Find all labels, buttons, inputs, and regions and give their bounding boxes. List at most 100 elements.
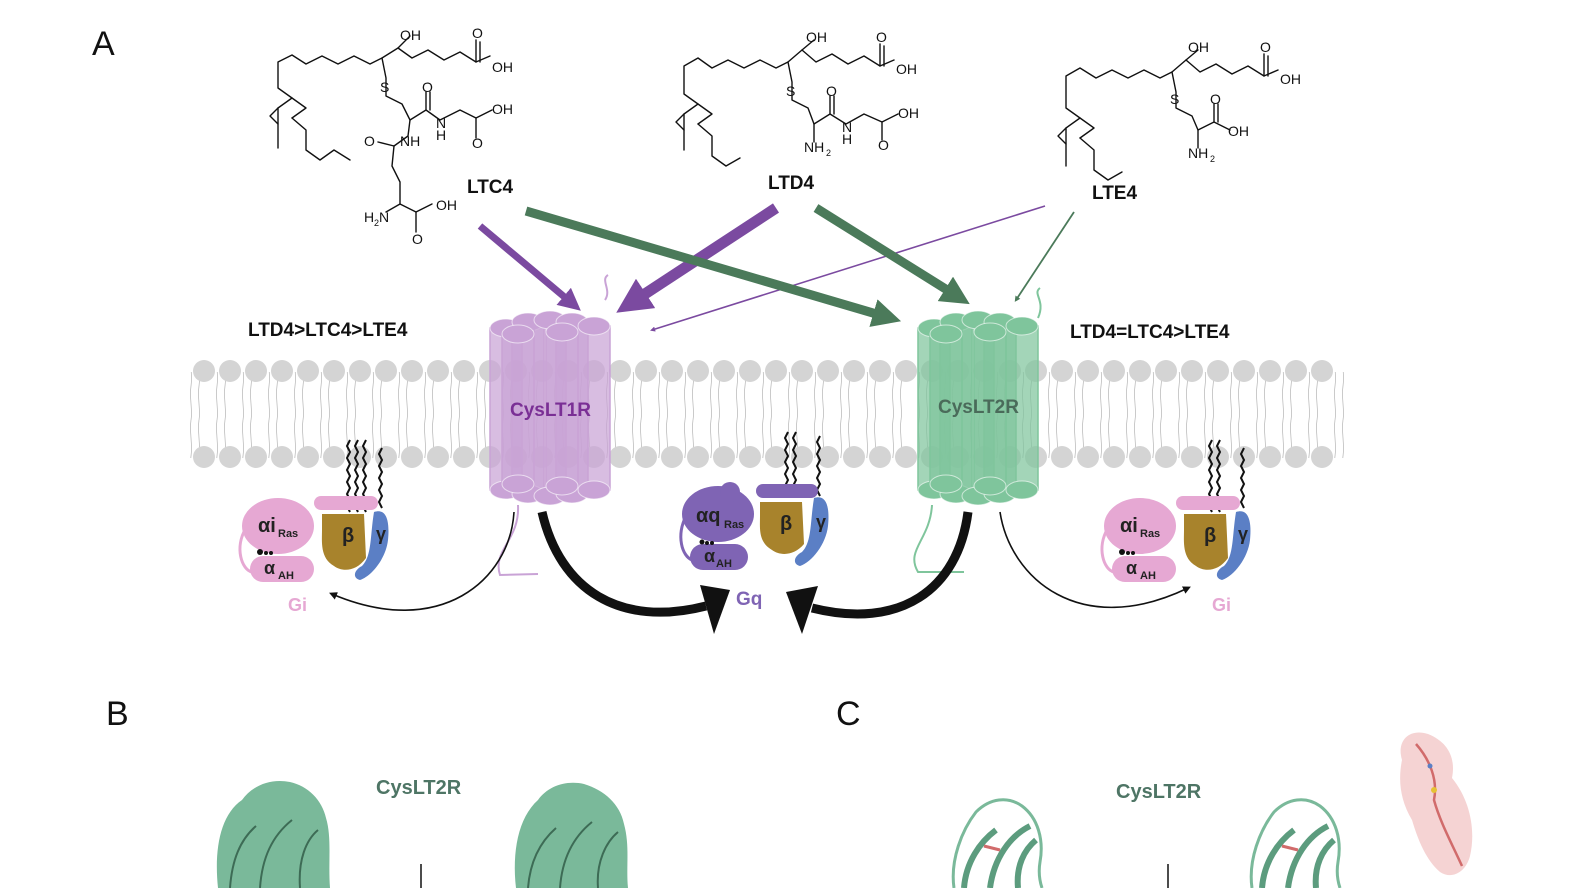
ltc4-nh: NH (400, 133, 420, 149)
lipid-head (635, 446, 657, 468)
tm-helix-top (929, 324, 963, 344)
lipid-head (765, 360, 787, 382)
tm-helix (929, 333, 963, 485)
panel-b-density-map-2 (514, 782, 628, 888)
tm-helix (545, 331, 579, 487)
gi-left-gamma: γ (376, 524, 386, 544)
cyslt1r-receptor: CysLT1R (489, 274, 611, 577)
lipid-head (1181, 360, 1203, 382)
ltc4-oh-glu: OH (436, 197, 457, 213)
lipid-head (635, 360, 657, 382)
tm-helix-bottom (1005, 480, 1039, 500)
ltc4-h2n-n: N (379, 209, 389, 225)
ltc4-n: N (436, 115, 446, 131)
lipid-head (869, 446, 891, 468)
ltc4-structure: OH O OH S O N H OH O NH O H 2 N OH O (269, 25, 513, 247)
lipid-head (791, 446, 813, 468)
gi-right-label: Gi (1212, 595, 1231, 615)
gq-protein: αq Ras α AH β γ (679, 431, 829, 570)
lipid-head (297, 360, 319, 382)
lipid-head (1103, 360, 1125, 382)
lipid-head (791, 360, 813, 382)
cyslt1r-potency-label: LTD4>LTC4>LTE4 (248, 320, 408, 341)
lipid-head (843, 360, 865, 382)
ltd4-n: N (842, 119, 852, 135)
gi-right-ah-sub: AH (1140, 570, 1156, 582)
lipid-head (427, 360, 449, 382)
lipid-head (765, 446, 787, 468)
gq-alpha-ras: αq (696, 505, 721, 527)
lipid-head (687, 446, 709, 468)
gi-right-ras-sub: Ras (1140, 528, 1160, 540)
lipid-head (713, 446, 735, 468)
arrow-ltd4-to-cyslt2r (813, 204, 970, 305)
ltc4-s: S (380, 79, 389, 95)
lipid-head (349, 446, 371, 468)
lipid-head (323, 446, 345, 468)
lipid-head (713, 360, 735, 382)
lipid-head (869, 360, 891, 382)
ltc4-oh-top: OH (400, 27, 421, 43)
lipid-head (609, 446, 631, 468)
lipid-head (453, 360, 475, 382)
gi-left-alpha-ah: α (264, 558, 275, 578)
gi-protein-left: αi Ras α AH β γ (238, 439, 389, 582)
panel-c-ribbon-1 (951, 798, 1044, 888)
gi-left-ras-sub: Ras (278, 528, 298, 540)
lipid-head (1311, 360, 1333, 382)
arrow-cyslt2r-to-gi (999, 511, 1191, 609)
ltd4-oh-top: OH (806, 29, 827, 45)
gi-protein-right: αi Ras α AH β γ (1100, 439, 1251, 582)
lipid-head (843, 446, 865, 468)
lipid-head (687, 360, 709, 382)
cyslt1r-label: CysLT1R (510, 400, 591, 421)
panel-label-a: A (92, 25, 115, 63)
gq-beta: β (780, 513, 792, 535)
lipid-head (271, 360, 293, 382)
lipid-head (1051, 446, 1073, 468)
gi-left-beta: β (342, 525, 354, 547)
lipid-head (1259, 360, 1281, 382)
lipid-head (1155, 446, 1177, 468)
gi-right-alpha-ras: αi (1120, 515, 1138, 537)
lipid-head (609, 360, 631, 382)
lipid-head (895, 360, 917, 382)
arrow-lte4-to-cyslt2r (1014, 211, 1075, 302)
ltd4-o-gly: O (878, 137, 889, 153)
lipid-head (323, 360, 345, 382)
lipid-head (401, 360, 423, 382)
ltd4-oh-right: OH (896, 61, 917, 77)
lipid-head (1051, 360, 1073, 382)
lipid-bilayer (190, 360, 1360, 468)
cyslt2r-potency-label: LTD4=LTC4>LTE4 (1070, 322, 1230, 343)
gq-ras-sub: Ras (724, 519, 744, 531)
tm-helix-bottom (973, 476, 1007, 496)
lipid-head (245, 446, 267, 468)
ltc4-h2n: H (364, 209, 374, 225)
ltc4-oh-right: OH (492, 59, 513, 75)
tm-helix (577, 325, 611, 491)
lipid-head (1207, 360, 1229, 382)
lipid-head (739, 360, 761, 382)
panel-c-ligand-surface (1400, 732, 1473, 876)
gq-gamma: γ (816, 512, 826, 532)
lipid-head (1077, 360, 1099, 382)
lte4-oh-acid: OH (1228, 123, 1249, 139)
gq-ah-sub: AH (716, 558, 732, 570)
lipid-head (349, 360, 371, 382)
lte4-s: S (1170, 91, 1179, 107)
ltc4-h2n-sub: 2 (374, 218, 379, 228)
gq-label: Gq (736, 589, 762, 610)
ltc4-o-glu-bottom: O (412, 231, 423, 247)
lipid-head (1285, 446, 1307, 468)
ltc4-o-gly: O (472, 135, 483, 151)
lipid-head (219, 360, 241, 382)
lipid-head (193, 446, 215, 468)
lipid-head (1155, 360, 1177, 382)
lipid-head (1259, 446, 1281, 468)
panel-label-c: C (836, 695, 861, 733)
ltd4-s: S (786, 83, 795, 99)
arrow-cyslt1r-to-gq (537, 510, 708, 617)
tm-helix-top (501, 324, 535, 344)
panel-b-title: CysLT2R (376, 777, 462, 799)
